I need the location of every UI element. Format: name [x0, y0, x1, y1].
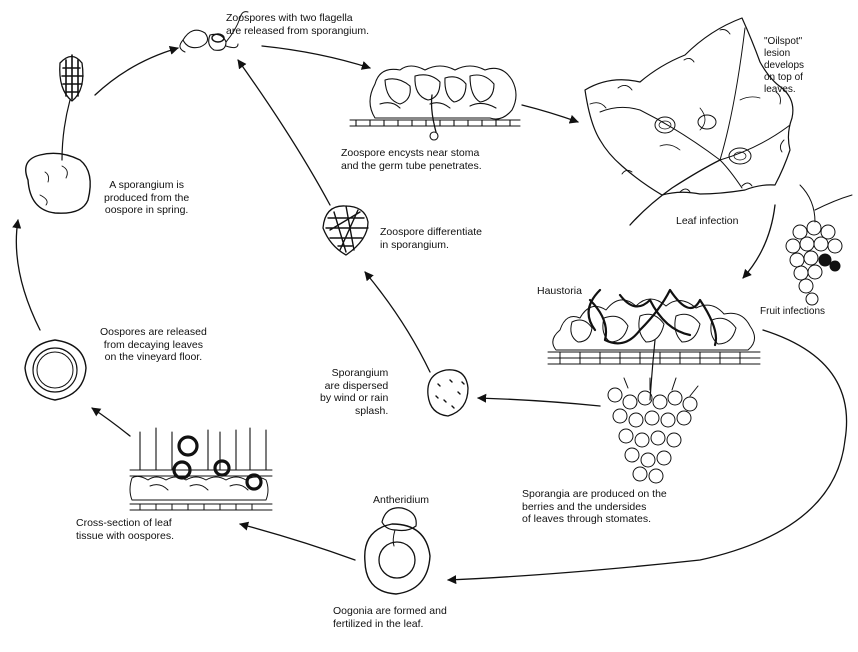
arrow-crosssection-to-oospore	[92, 408, 130, 436]
grape-cluster-illustration	[786, 185, 852, 305]
dispersed-sporangium-illustration	[428, 370, 468, 416]
label-oospores-released: Oospores are released from decaying leav…	[100, 326, 207, 364]
arrow-sporangium-to-zoospores	[95, 48, 178, 95]
label-antheridium: Antheridium	[373, 494, 429, 507]
released-oospore-illustration	[25, 340, 86, 400]
arrow-differentiate-to-zoospores	[238, 60, 330, 205]
sporangium-with-zoospores-illustration	[323, 206, 368, 255]
grape-leaf-illustration	[585, 18, 793, 225]
arrow-leaf-to-fruit	[743, 205, 775, 278]
oogonium-antheridium-illustration	[365, 508, 430, 594]
label-sporangia-produced: Sporangia are produced on the berries an…	[522, 488, 667, 526]
arrow-zoospores-to-encyst	[262, 46, 370, 68]
label-sporangium-dispersed: Sporangium are dispersed by wind or rain…	[320, 367, 388, 417]
arrow-oogonia-to-crosssection	[240, 524, 355, 560]
label-zoospore-encysts: Zoospore encysts near stoma and the germ…	[341, 147, 482, 172]
label-zoospores-released: Zoospores with two flagella are released…	[226, 12, 369, 37]
label-zoospore-differentiate: Zoospore differentiate in sporangium.	[380, 226, 482, 251]
label-fruit-infections: Fruit infections	[760, 306, 825, 319]
arrow-dispersed-to-differentiate	[365, 272, 430, 372]
label-sporangium-produced: A sporangium is produced from the oospor…	[104, 179, 189, 217]
label-leaf-infection: Leaf infection	[676, 215, 738, 228]
label-oilspot-lesion: "Oilspot" lesion develops on top of leav…	[764, 36, 804, 96]
haustoria-sporangia-illustration	[548, 290, 760, 483]
arrow-oospore-to-sporangium	[16, 220, 40, 330]
arrow-sporangia-to-dispersed	[478, 398, 600, 406]
arrow-encyst-to-leaf	[522, 105, 578, 122]
leaf-tissue-stoma-illustration	[350, 66, 520, 140]
label-haustoria: Haustoria	[537, 285, 582, 298]
germinating-oospore-illustration	[26, 55, 91, 213]
arrow-fruit-to-oogonia	[448, 330, 847, 580]
leaf-cross-section-illustration	[130, 428, 272, 510]
label-oogonia: Oogonia are formed and fertilized in the…	[333, 605, 447, 630]
label-cross-section: Cross-section of leaf tissue with oospor…	[76, 517, 174, 542]
